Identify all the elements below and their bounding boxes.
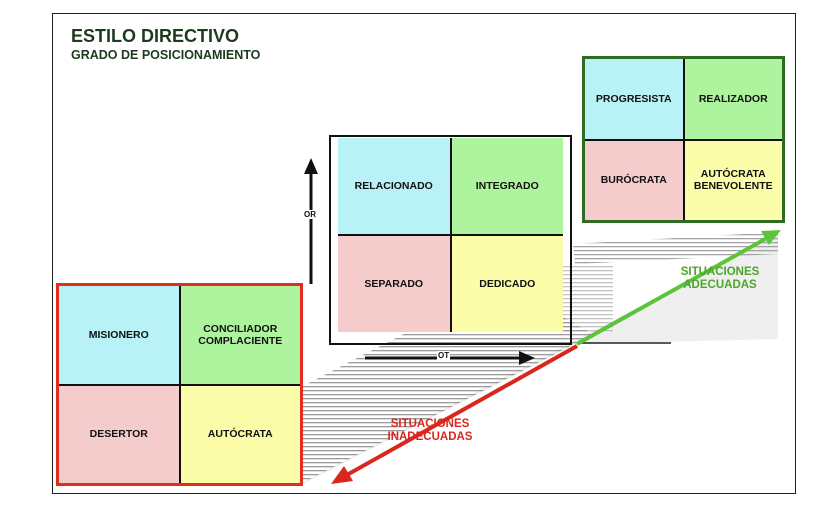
cell-dedicado: DEDICADO <box>451 236 563 332</box>
diagram-frame: ESTILO DIRECTIVO GRADO DE POSICIONAMIENT… <box>52 13 796 494</box>
cell-autocrata-benevolente: AUTÓCRATA BENEVOLENTE <box>684 140 782 220</box>
center-grid: RELACIONADO INTEGRADO SEPARADO DEDICADO <box>338 138 563 332</box>
y-axis-label: OR <box>303 210 317 219</box>
cell-misionero: MISIONERO <box>59 286 179 384</box>
green-arrow-head <box>761 230 781 245</box>
cell-burocrata: BURÓCRATA <box>585 140 683 220</box>
cell-autocrata: AUTÓCRATA <box>180 385 300 483</box>
cell-integrado: INTEGRADO <box>451 138 563 234</box>
green-arrow-shaft <box>576 236 768 346</box>
hatched-strip <box>573 232 778 264</box>
cell-relacionado: RELACIONADO <box>338 138 450 234</box>
good-situations-label: SITUACIONES ADECUADAS <box>680 266 760 292</box>
cell-conciliador-complaciente: CONCILIADOR COMPLACIENTE <box>180 286 300 384</box>
page-subtitle: GRADO DE POSICIONAMIENTO <box>71 48 261 62</box>
cell-separado: SEPARADO <box>338 236 450 332</box>
bad-situations-label: SITUACIONES INADECUADAS <box>387 418 473 444</box>
x-axis-arrow-head <box>519 351 535 365</box>
cell-desertor: DESERTOR <box>59 385 179 483</box>
right-grid: PROGRESISTA REALIZADOR BURÓCRATA AUTÓCRA… <box>582 56 785 223</box>
background-graphics <box>300 158 781 484</box>
red-arrow-head <box>331 466 353 484</box>
red-arrow-shaft <box>344 344 578 478</box>
left-grid: MISIONERO CONCILIADOR COMPLACIENTE DESER… <box>56 283 303 486</box>
center-grid-outline <box>329 135 572 345</box>
y-axis-arrow-head <box>304 158 318 174</box>
cell-realizador: REALIZADOR <box>684 59 782 139</box>
cell-progresista: PROGRESISTA <box>585 59 683 139</box>
x-axis-label: OT <box>437 351 451 360</box>
page-title: ESTILO DIRECTIVO <box>71 26 240 46</box>
